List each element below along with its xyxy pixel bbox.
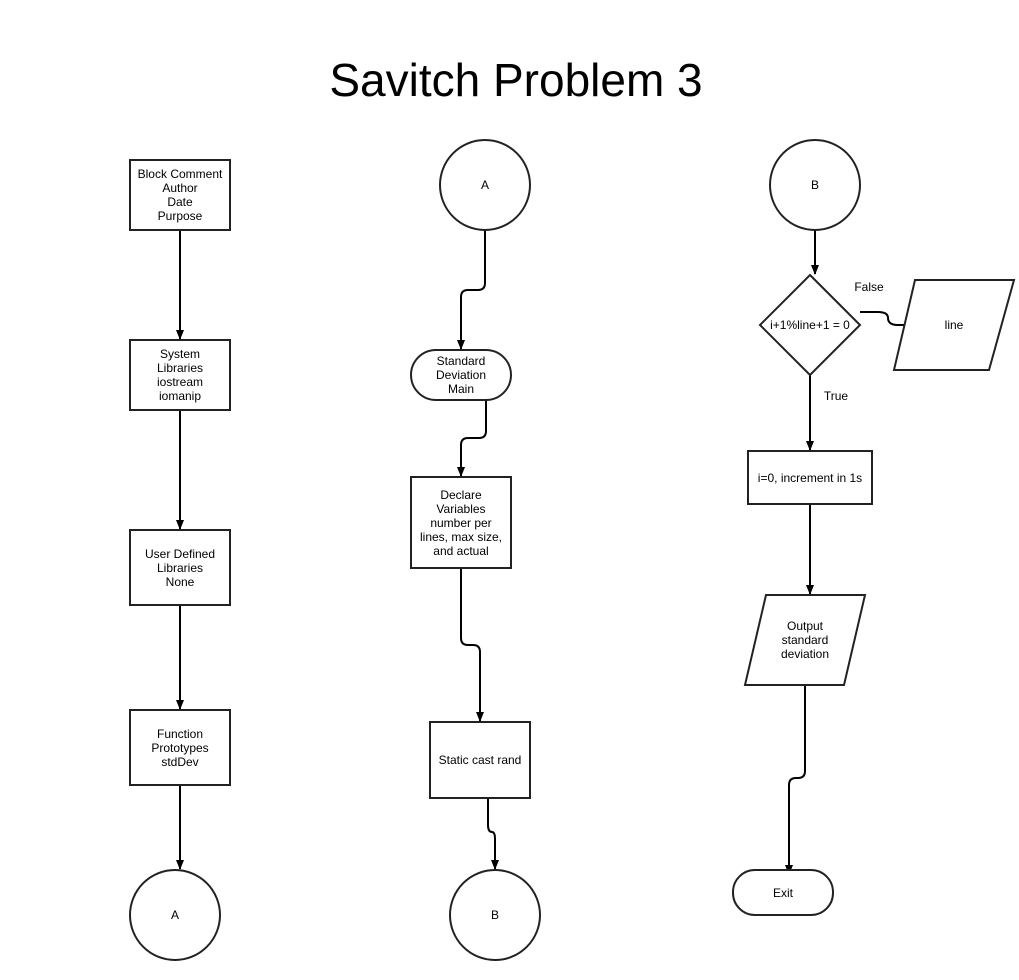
- static-cast-rand-node: Static cast rand: [429, 721, 531, 799]
- node-label-line: B: [811, 178, 819, 192]
- connector-b-bottom-node: B: [449, 869, 541, 961]
- svg-text:B: B: [491, 908, 499, 922]
- node-label-line: and actual: [433, 544, 488, 558]
- svg-text:Exit: Exit: [773, 886, 794, 900]
- edge-decision-false-to-line: [860, 311, 921, 329]
- line-output-node: line: [892, 279, 1016, 371]
- node-label-line: Deviation: [436, 368, 486, 382]
- node-label-line: None: [166, 575, 195, 589]
- node-label-line: iostream: [157, 375, 203, 389]
- svg-text:Static cast rand: Static cast rand: [439, 753, 522, 767]
- node-label-line: Variables: [436, 502, 485, 516]
- node-label-line: number per: [430, 516, 491, 530]
- connector-b-top-node: B: [769, 139, 861, 231]
- node-label-line: User Defined: [145, 547, 215, 561]
- node-label-line: Standard: [437, 354, 486, 368]
- edge-output-to-exit: [785, 685, 806, 875]
- node-label-line: lines, max size,: [420, 530, 502, 544]
- node-label-line: Main: [448, 382, 474, 396]
- node-label-line: Output: [787, 619, 824, 633]
- decision-node: i+1%line+1 = 0: [758, 273, 862, 377]
- node-label-line: Static cast rand: [439, 753, 522, 767]
- node-label-line: standard: [782, 633, 829, 647]
- true-edge-label: True: [824, 389, 849, 403]
- svg-text:i=0, increment in 1s: i=0, increment in 1s: [758, 471, 862, 485]
- exit-node: Exit: [732, 869, 834, 916]
- node-label-line: Date: [167, 195, 193, 209]
- false-edge-label: False: [854, 280, 884, 294]
- node-label-line: B: [491, 908, 499, 922]
- connector-a-top-node: A: [439, 139, 531, 231]
- svg-text:B: B: [811, 178, 819, 192]
- edge-static-cast-to-connector-b: [487, 798, 499, 870]
- node-label-line: Libraries: [157, 561, 203, 575]
- node-label-line: A: [171, 908, 179, 922]
- connector-a-bottom-node: A: [129, 869, 221, 961]
- edge-main-to-declare-variables: [457, 400, 487, 477]
- node-label-line: A: [481, 178, 489, 192]
- node-label-line: Block Comment: [138, 167, 223, 181]
- svg-text:line: line: [945, 318, 964, 332]
- svg-text:A: A: [481, 178, 489, 192]
- edge-connector-a-to-main: [457, 230, 486, 350]
- node-label-line: Exit: [773, 886, 794, 900]
- loop-init-node: i=0, increment in 1s: [747, 450, 873, 505]
- node-label-line: i+1%line+1 = 0: [770, 318, 850, 332]
- node-label-line: Declare: [440, 488, 482, 502]
- node-label-line: stdDev: [161, 755, 198, 769]
- svg-text:A: A: [171, 908, 179, 922]
- svg-text:i+1%line+1 = 0: i+1%line+1 = 0: [770, 318, 850, 332]
- node-label-line: Purpose: [158, 209, 203, 223]
- node-label-line: Libraries: [157, 361, 203, 375]
- node-label-line: System: [160, 347, 200, 361]
- node-label-line: Function: [157, 727, 203, 741]
- node-label-line: deviation: [781, 647, 829, 661]
- node-label-line: i=0, increment in 1s: [758, 471, 862, 485]
- edge-declare-variables-to-static-cast: [460, 568, 484, 722]
- node-label-line: Prototypes: [151, 741, 208, 755]
- diagram-title: Savitch Problem 3: [329, 54, 702, 106]
- node-label-line: Author: [162, 181, 197, 195]
- edges: [176, 230, 921, 875]
- node-label-line: iomanip: [159, 389, 201, 403]
- node-label-line: line: [945, 318, 964, 332]
